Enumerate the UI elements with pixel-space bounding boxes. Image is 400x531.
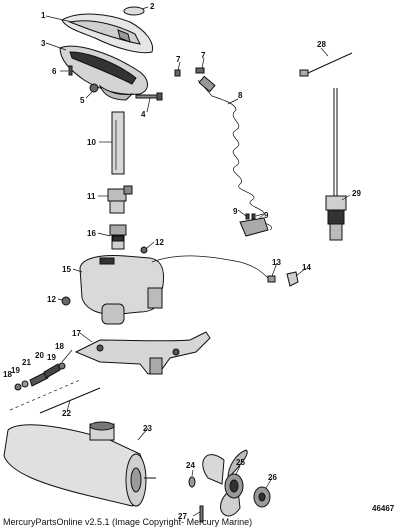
part-cable-tie[interactable] (299, 52, 353, 77)
callout-15: 15 (62, 265, 71, 274)
callout-21: 21 (22, 358, 31, 367)
part-head-housing[interactable] (59, 45, 148, 101)
callout-6: 6 (52, 67, 57, 76)
callout-17: 17 (72, 329, 81, 338)
part-propeller[interactable] (202, 449, 248, 517)
part-screw-6[interactable] (68, 65, 73, 76)
part-lens[interactable] (123, 6, 145, 16)
callout-18b: 18 (3, 370, 12, 379)
part-drive-pin[interactable] (199, 505, 204, 523)
callout-29: 29 (352, 189, 361, 198)
callout-19b: 19 (11, 366, 20, 375)
part-nut-12b[interactable] (61, 296, 71, 306)
callout-9a: 9 (233, 207, 238, 216)
part-bushing[interactable] (109, 224, 127, 250)
part-bolt-4[interactable] (135, 92, 163, 101)
callout-3: 3 (41, 39, 46, 48)
part-washer[interactable] (188, 476, 196, 488)
callout-12b: 12 (47, 295, 56, 304)
callout-13: 13 (272, 258, 281, 267)
callout-23: 23 (143, 424, 152, 433)
part-connector-14[interactable] (286, 271, 299, 287)
part-screws-9[interactable] (245, 213, 256, 220)
callout-27: 27 (178, 512, 187, 521)
callout-8: 8 (238, 91, 243, 100)
callout-24: 24 (186, 461, 195, 470)
part-nut-5[interactable] (89, 83, 99, 93)
part-clip-7[interactable] (174, 67, 205, 77)
callout-2: 2 (150, 2, 155, 11)
part-pivot-pin-assembly[interactable] (9, 362, 101, 414)
callout-22: 22 (62, 409, 71, 418)
part-top-cover[interactable] (61, 13, 154, 54)
part-shaft-tube[interactable] (111, 111, 125, 175)
part-motor-housing[interactable] (3, 421, 156, 507)
part-plug-assembly[interactable] (325, 88, 347, 241)
callout-28: 28 (317, 40, 326, 49)
part-coil-cord[interactable] (197, 75, 272, 237)
part-collar[interactable] (107, 185, 133, 214)
part-control-housing[interactable] (79, 255, 165, 325)
diagram-reference-number: 46467 (372, 504, 395, 513)
copyright-footer: MercuryPartsOnline v2.5.1 (Image Copyrig… (3, 517, 253, 527)
callout-25: 25 (236, 458, 245, 467)
callout-labels: 1 2 3 4 5 6 7 7 8 9 9 10 11 12 12 13 14 … (3, 2, 361, 521)
part-cable (151, 255, 269, 279)
part-prop-nut[interactable] (253, 486, 271, 508)
callout-4: 4 (141, 110, 146, 119)
callout-7b: 7 (201, 51, 206, 60)
callout-12a: 12 (155, 238, 164, 247)
callout-20: 20 (35, 351, 44, 360)
callout-10: 10 (87, 138, 96, 147)
callout-1: 1 (41, 11, 46, 20)
leader-lines (45, 6, 351, 517)
callout-14: 14 (302, 263, 311, 272)
callout-9b: 9 (264, 211, 269, 220)
part-nut-12a[interactable] (140, 246, 148, 254)
callout-16: 16 (87, 229, 96, 238)
part-cable-plug[interactable] (267, 275, 276, 283)
callout-11: 11 (87, 192, 96, 201)
callout-18a: 18 (55, 342, 64, 351)
callout-19a: 19 (47, 353, 56, 362)
callout-26: 26 (268, 473, 277, 482)
callout-7a: 7 (176, 55, 181, 64)
part-tilt-bracket[interactable] (74, 331, 211, 375)
callout-5: 5 (80, 96, 85, 105)
